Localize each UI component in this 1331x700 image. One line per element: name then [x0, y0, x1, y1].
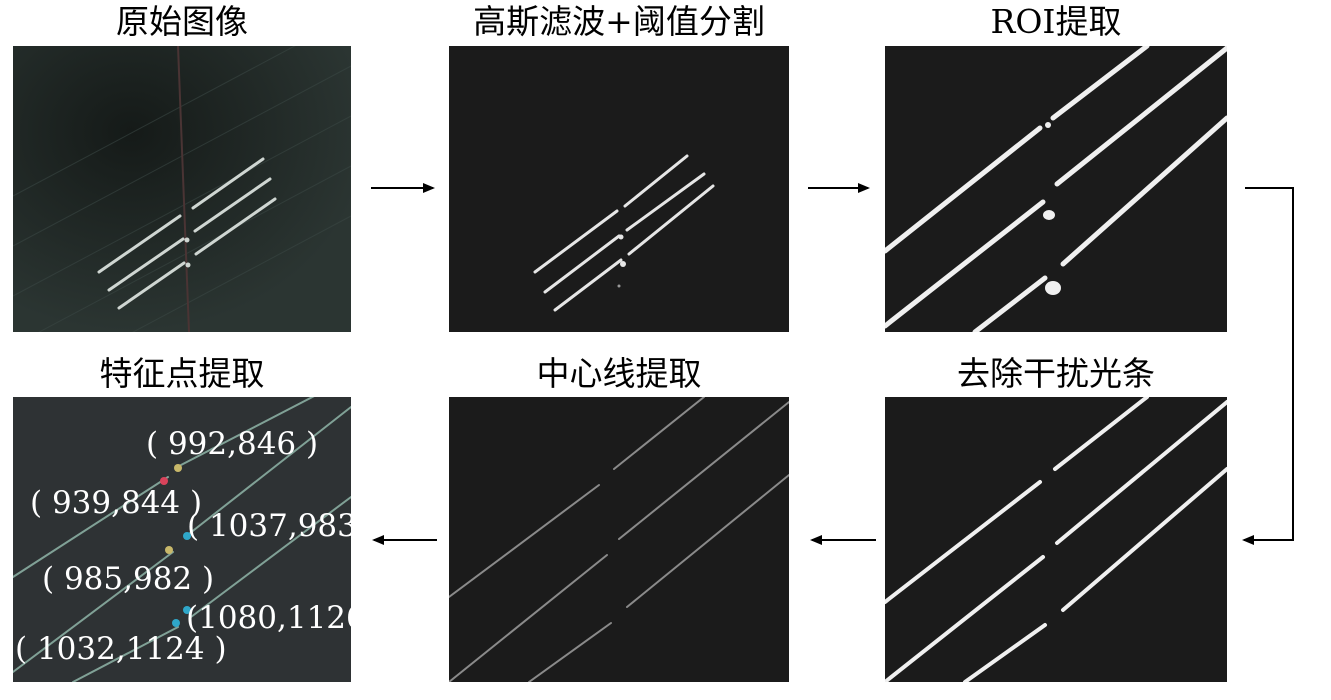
feature-point-marker [160, 477, 168, 485]
feature-point-label: ( 985,982 ) [42, 561, 215, 597]
title-roi: ROI提取 [990, 2, 1122, 41]
arrow-roi-to-denoise [1242, 187, 1294, 545]
feature-point-marker [174, 464, 182, 472]
feature-point-marker [172, 619, 180, 627]
roi-graphic [885, 46, 1227, 332]
centerline-graphic [449, 397, 789, 682]
title-centerline: 中心线提取 [536, 354, 702, 393]
title-original: 原始图像 [116, 2, 248, 41]
feature-point-marker [183, 532, 191, 540]
original-image-graphic [13, 46, 351, 332]
gauss-threshold-graphic [449, 46, 789, 332]
feature-point-label: ( 1032,1124 ) [15, 631, 227, 667]
panel-denoise [885, 397, 1227, 682]
panel-roi [885, 46, 1227, 332]
title-denoise: 去除干扰光条 [957, 354, 1155, 393]
title-features: 特征点提取 [99, 354, 265, 393]
panel-gauss-threshold [449, 46, 789, 332]
panel-original-image [13, 46, 351, 332]
feature-point-label: ( 939,844 ) [30, 485, 203, 521]
feature-point-marker [183, 606, 191, 614]
feature-point-marker [165, 546, 173, 554]
feature-points-graphic [13, 397, 351, 682]
panel-feature-points: ( 992,846 ) ( 939,844 ) ( 1037,983 ) ( 9… [13, 397, 351, 682]
panel-centerline [449, 397, 789, 682]
feature-point-label: (1080,1126) [186, 600, 351, 636]
denoise-graphic [885, 397, 1227, 682]
feature-point-label: ( 992,846 ) [146, 426, 319, 462]
feature-point-label: ( 1037,983 ) [187, 508, 351, 544]
title-gauss: 高斯滤波+阈值分割 [473, 2, 765, 41]
